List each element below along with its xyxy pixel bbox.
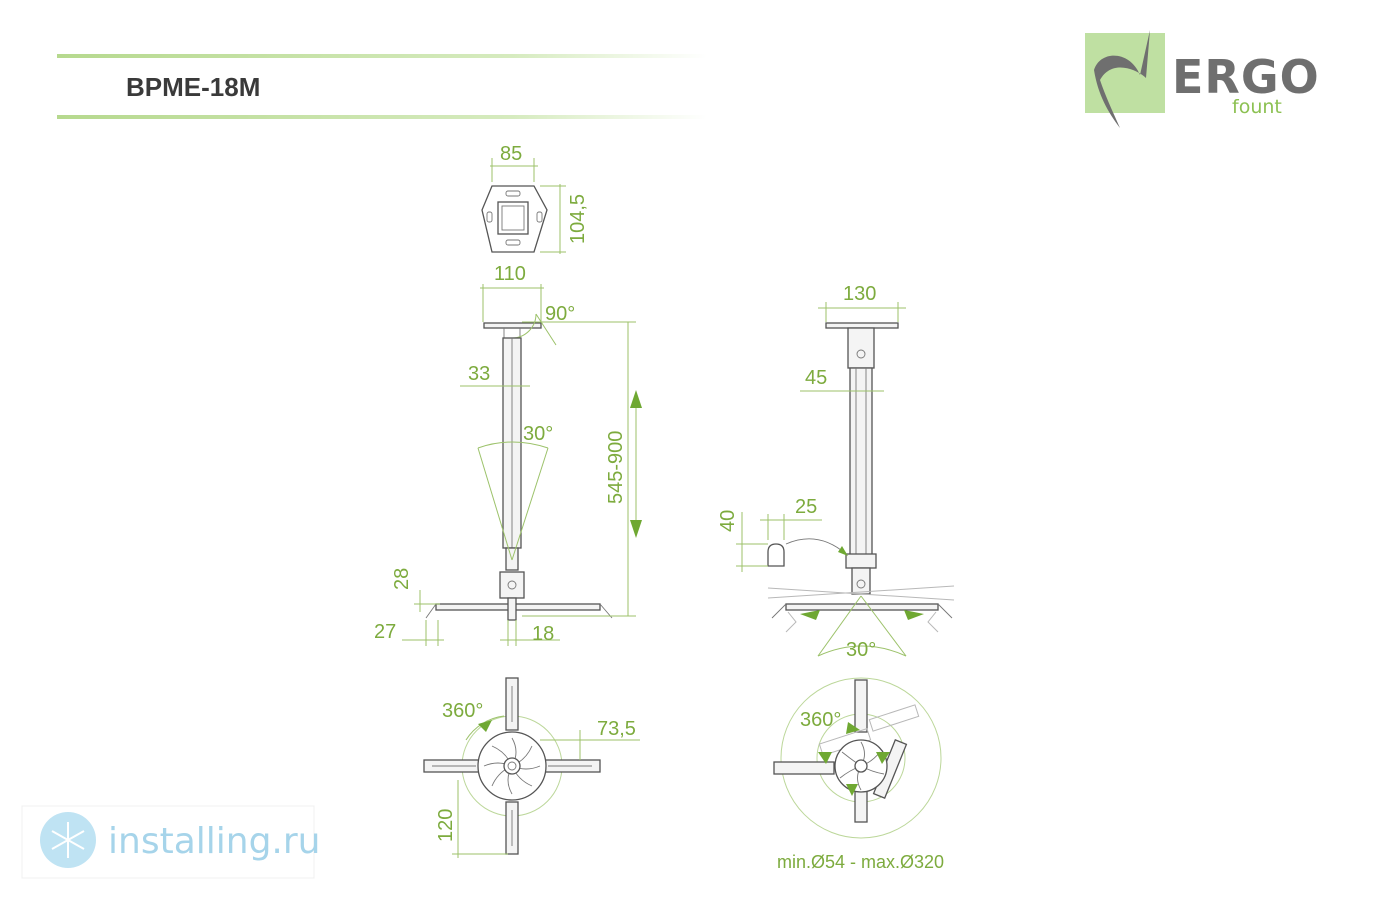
rotation2-arrow-2 [846,784,858,796]
dim-length-arrow-down [630,520,642,538]
dim-arm-length: 73,5 [597,718,636,740]
front-bracket-base [435,603,601,611]
dim-tube-width-front: 33 [468,363,490,385]
tilt-arrow-left [800,610,820,620]
dim-range: min.Ø54 - max.Ø320 [777,852,944,872]
front-center-post [507,597,517,621]
plate-square [497,201,529,235]
dim-tilt-front: 90° [545,303,575,325]
dim-plate-width: 85 [500,143,522,165]
dim-ceiling-width-side: 130 [843,283,876,305]
side-bracket-hook-left [771,603,953,619]
side-bracket-tilt-right [767,587,955,601]
front-view: 110 90° 33 30° 545-900 28 [374,263,642,646]
plate-hole-right [536,211,543,223]
dim-tube-width-side: 45 [805,367,827,389]
dim-30-right [511,447,549,561]
side-bracket-zig-left [785,611,939,633]
side-joint-screw [856,579,866,589]
dim-length-arrow-up [630,390,642,408]
dim-arm-span: 120 [435,809,457,842]
hub-center-dot [507,761,517,771]
plate-slot-bottom [505,239,521,246]
plate-slot-top [505,190,521,197]
side-joint [851,567,871,595]
dim-clamp-height: 28 [391,568,413,590]
watermark-text: installing.ru [108,821,320,862]
plate-square-inner [501,205,525,231]
header-rule-top [57,54,707,58]
dim-arm-width: 18 [532,623,554,645]
front-ceiling-plate [483,322,542,329]
front-hinge [503,328,521,339]
dim-arm-offset: 27 [374,621,396,643]
hub-center [503,757,521,775]
dim-swing-front: 30° [523,423,553,445]
hub2-center [854,759,868,773]
plate-hole-left [486,211,493,223]
side-bracket-base [785,603,939,611]
side-cap [767,543,785,567]
range-circle-max [780,677,942,839]
rotation2-arrow-1 [818,752,832,764]
dim-30-side-arc [817,645,907,657]
model-title: BPME-18M [126,72,260,102]
header: BPME-18M [57,54,707,119]
side-tube [849,367,873,559]
bottom-view-2: 360° min.Ø54 - max.Ø320 [773,677,944,872]
dim-30-side-left [817,595,862,657]
side-clamp [845,553,877,569]
dim-90-leader [535,313,557,346]
logo-brand: ERGO [1172,50,1320,104]
rotation2-arrow-3 [876,752,890,764]
dim-30-arc [477,441,549,449]
side-cap-arrow-head [838,546,848,556]
arm2-ghost-2 [868,704,920,732]
front-clamp [499,571,525,599]
side-view: 130 45 30° 40 25 [717,283,955,661]
bottom-view: 360° 73,5 120 [423,677,640,858]
front-clamp-screw [507,580,517,590]
dim-tilt-side: 30° [846,639,876,661]
dim-rotation: 360° [442,700,483,722]
ergo-logo: ERGO fount [1085,30,1320,128]
dim-cap-width: 25 [795,496,817,518]
dim-ceiling-width-front: 110 [494,263,526,285]
logo-swoosh-icon [1094,30,1150,128]
header-rule-bottom [57,115,707,119]
dim-plate-height: 104,5 [567,194,589,244]
rotation2-arrow-4 [846,722,860,734]
dim-30-left [477,447,513,561]
dim-length-range: 545-900 [605,431,627,504]
dim-cap-height: 40 [717,510,739,532]
arm2-top [854,679,868,733]
side-hinge-screw [856,349,866,359]
watermark: installing.ru [21,805,320,879]
arm2-left [773,761,835,775]
dim-rotation-2: 360° [800,709,841,731]
side-hinge-block [847,327,875,369]
tilt-arrow-right [904,610,924,620]
side-cap-arrow [785,538,847,555]
logo-sub: fount [1232,96,1282,118]
top-plate-view: 85 104,5 [481,143,589,254]
side-ceiling-plate [825,322,899,329]
snowflake-globe-icon-detail [51,822,85,858]
side-bracket-tilt-left [767,585,955,599]
dim-30-side-right [860,595,907,657]
rotation-arrow [478,720,492,732]
